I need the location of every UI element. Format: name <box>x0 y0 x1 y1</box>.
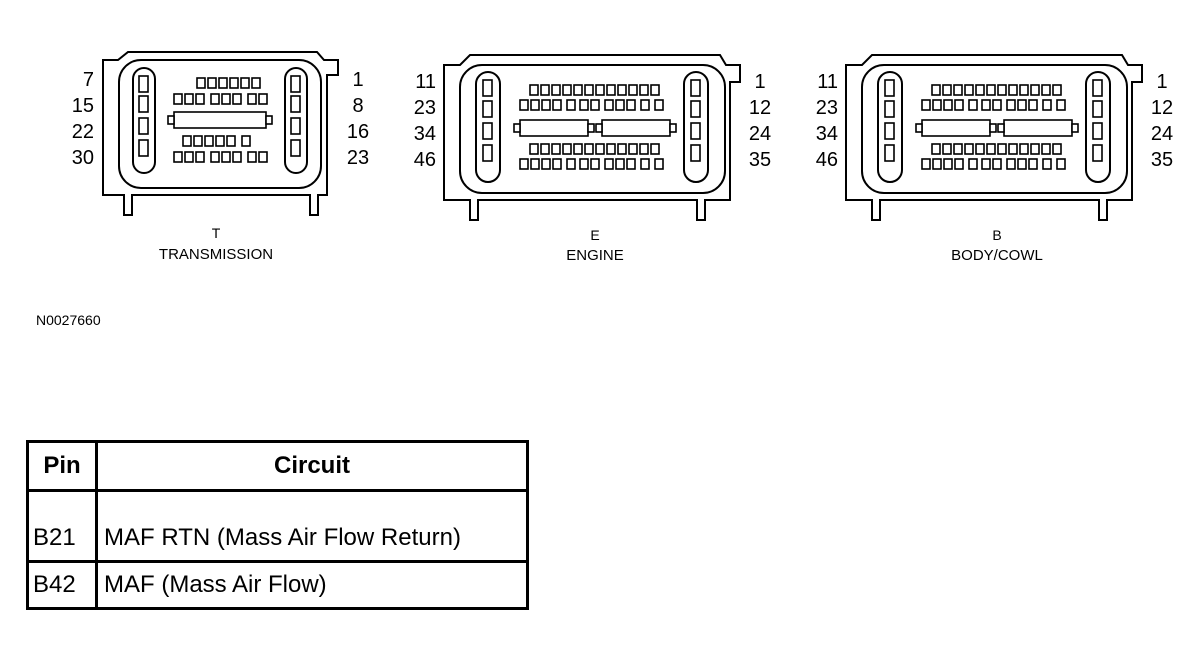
pin-label-left: 30 <box>72 147 94 169</box>
figure-id: N0027660 <box>36 312 101 328</box>
pin-label-right: 1 <box>1156 71 1167 93</box>
pin-label-left: 34 <box>816 123 838 145</box>
pin-column-left-cavities <box>884 79 895 162</box>
pin-label-left: 22 <box>72 121 94 143</box>
cell-circuit: MAF RTN (Mass Air Flow Return) <box>95 489 529 563</box>
header-pin: Pin <box>26 440 98 492</box>
pin-label-right: 8 <box>352 95 363 117</box>
pin-label-right: 23 <box>347 147 369 169</box>
pin-label-left: 46 <box>816 149 838 171</box>
pin-label-right: 16 <box>347 121 369 143</box>
connector-name: BODY/COWL <box>951 247 1043 264</box>
pin-label-right: 35 <box>749 149 771 171</box>
pin-column-left-cavities <box>138 75 149 157</box>
connector-transmission: 7 15 22 30 1 8 16 23 T TRANSMISSION <box>72 51 369 263</box>
pin-label-right: 12 <box>749 97 771 119</box>
pin-column-right-cavities <box>1092 79 1103 162</box>
connector-engine: 11 23 34 46 1 12 24 35 E ENGINE <box>414 54 771 264</box>
pin-label-left: 23 <box>816 97 838 119</box>
pin-label-left: 46 <box>414 149 436 171</box>
pin-label-right: 1 <box>352 69 363 91</box>
center-pin-block <box>513 84 677 170</box>
pin-label-left: 34 <box>414 123 436 145</box>
connector-diagram: 7 15 22 30 1 8 16 23 T TRANSMISSION <box>72 51 1173 264</box>
connector-name: ENGINE <box>566 247 624 264</box>
pin-label-right: 24 <box>749 123 771 145</box>
table-row: B21 MAF RTN (Mass Air Flow Return) <box>26 489 529 563</box>
pin-label-left: 11 <box>415 71 436 93</box>
table-header-row: Pin Circuit <box>26 440 529 492</box>
pin-column-left-cavities <box>482 79 493 162</box>
pin-label-left: 23 <box>414 97 436 119</box>
cell-pin: B21 <box>26 489 98 563</box>
pin-label-left: 7 <box>83 69 94 91</box>
pin-label-right: 24 <box>1151 123 1173 145</box>
pin-label-right: 35 <box>1151 149 1173 171</box>
pin-column-right-cavities <box>290 75 301 157</box>
connector-letter: E <box>590 227 599 243</box>
connector-body-cowl: 11 23 34 46 1 12 24 35 B BODY/COWL <box>816 54 1173 264</box>
cell-circuit: MAF (Mass Air Flow) <box>95 560 529 610</box>
header-circuit: Circuit <box>95 440 529 492</box>
pin-circuit-table: Pin Circuit B21 MAF RTN (Mass Air Flow R… <box>26 440 529 610</box>
connector-name: TRANSMISSION <box>159 246 273 263</box>
pin-label-right: 12 <box>1151 97 1173 119</box>
pin-label-right: 1 <box>754 71 765 93</box>
cell-pin: B42 <box>26 560 98 610</box>
center-pin-block <box>915 84 1079 170</box>
pin-column-right-cavities <box>690 79 701 162</box>
pin-label-left: 11 <box>817 71 838 93</box>
connector-letter: B <box>992 227 1001 243</box>
connector-letter: T <box>212 225 221 241</box>
table-row: B42 MAF (Mass Air Flow) <box>26 560 529 610</box>
center-pin-block <box>167 77 273 163</box>
pin-label-left: 15 <box>72 95 94 117</box>
